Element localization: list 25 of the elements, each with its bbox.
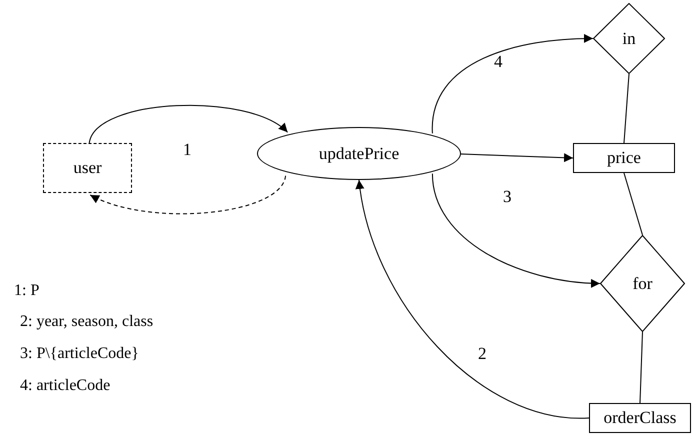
node-label: price	[607, 147, 641, 169]
relation-diamond	[600, 235, 685, 332]
relation-diamond	[593, 3, 665, 74]
legend-note: 1: P	[14, 283, 40, 299]
arrow	[356, 180, 590, 418]
edge-label: 2	[478, 345, 486, 362]
arrow	[90, 175, 286, 214]
node-label: updatePrice	[318, 142, 400, 164]
edge-label: 4	[494, 53, 502, 70]
entity-box	[43, 143, 132, 193]
legend-note: 2: year, season, class	[20, 314, 154, 330]
node-label: for	[632, 272, 652, 294]
node-label: orderClass	[604, 407, 676, 429]
edge-label: 3	[503, 188, 512, 205]
arrow	[460, 153, 574, 162]
arrow	[432, 173, 600, 288]
node-label: in	[622, 28, 636, 50]
arrow	[432, 34, 594, 134]
legend-note: 3: P\{articleCode}	[20, 346, 139, 362]
arrow	[88, 105, 288, 144]
entity-box	[589, 403, 691, 433]
legend-note: 4: articleCode	[20, 378, 110, 394]
node-label: user	[73, 157, 102, 179]
entity-box	[573, 143, 675, 173]
edge-label: 1	[183, 141, 192, 158]
